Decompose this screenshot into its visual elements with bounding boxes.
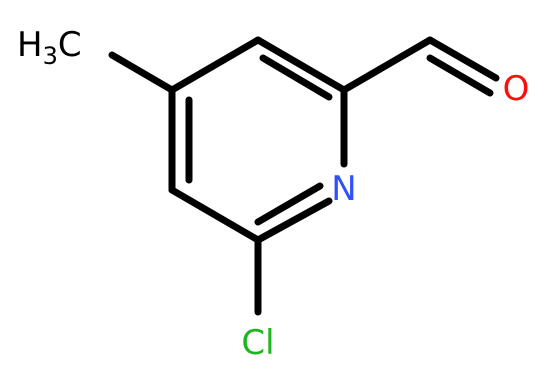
chlorine-label: Cl xyxy=(241,323,274,363)
bond-c2-cho xyxy=(340,36,434,94)
bond-c3-c2 xyxy=(254,36,348,94)
bonds xyxy=(108,36,500,316)
methyl-c: C xyxy=(58,25,82,65)
bond-n-c6 xyxy=(254,197,333,244)
bond-n-c6-inner xyxy=(254,182,324,226)
methyl-h: H xyxy=(17,25,43,65)
bond-c3-c2-inner xyxy=(259,54,333,101)
methyl-label: H3C xyxy=(17,25,82,70)
bond-cho-o-inner xyxy=(426,54,494,97)
atom-labels: H3C N O Cl xyxy=(17,25,529,363)
methyl-subscript: 3 xyxy=(43,42,58,70)
bond-c4-c3 xyxy=(168,36,262,94)
nitrogen-label: N xyxy=(331,169,356,209)
oxygen-label: O xyxy=(503,69,530,109)
bond-c6-c5 xyxy=(168,186,262,244)
bond-cho-o xyxy=(426,36,500,82)
bond-c4-methyl xyxy=(108,51,176,94)
